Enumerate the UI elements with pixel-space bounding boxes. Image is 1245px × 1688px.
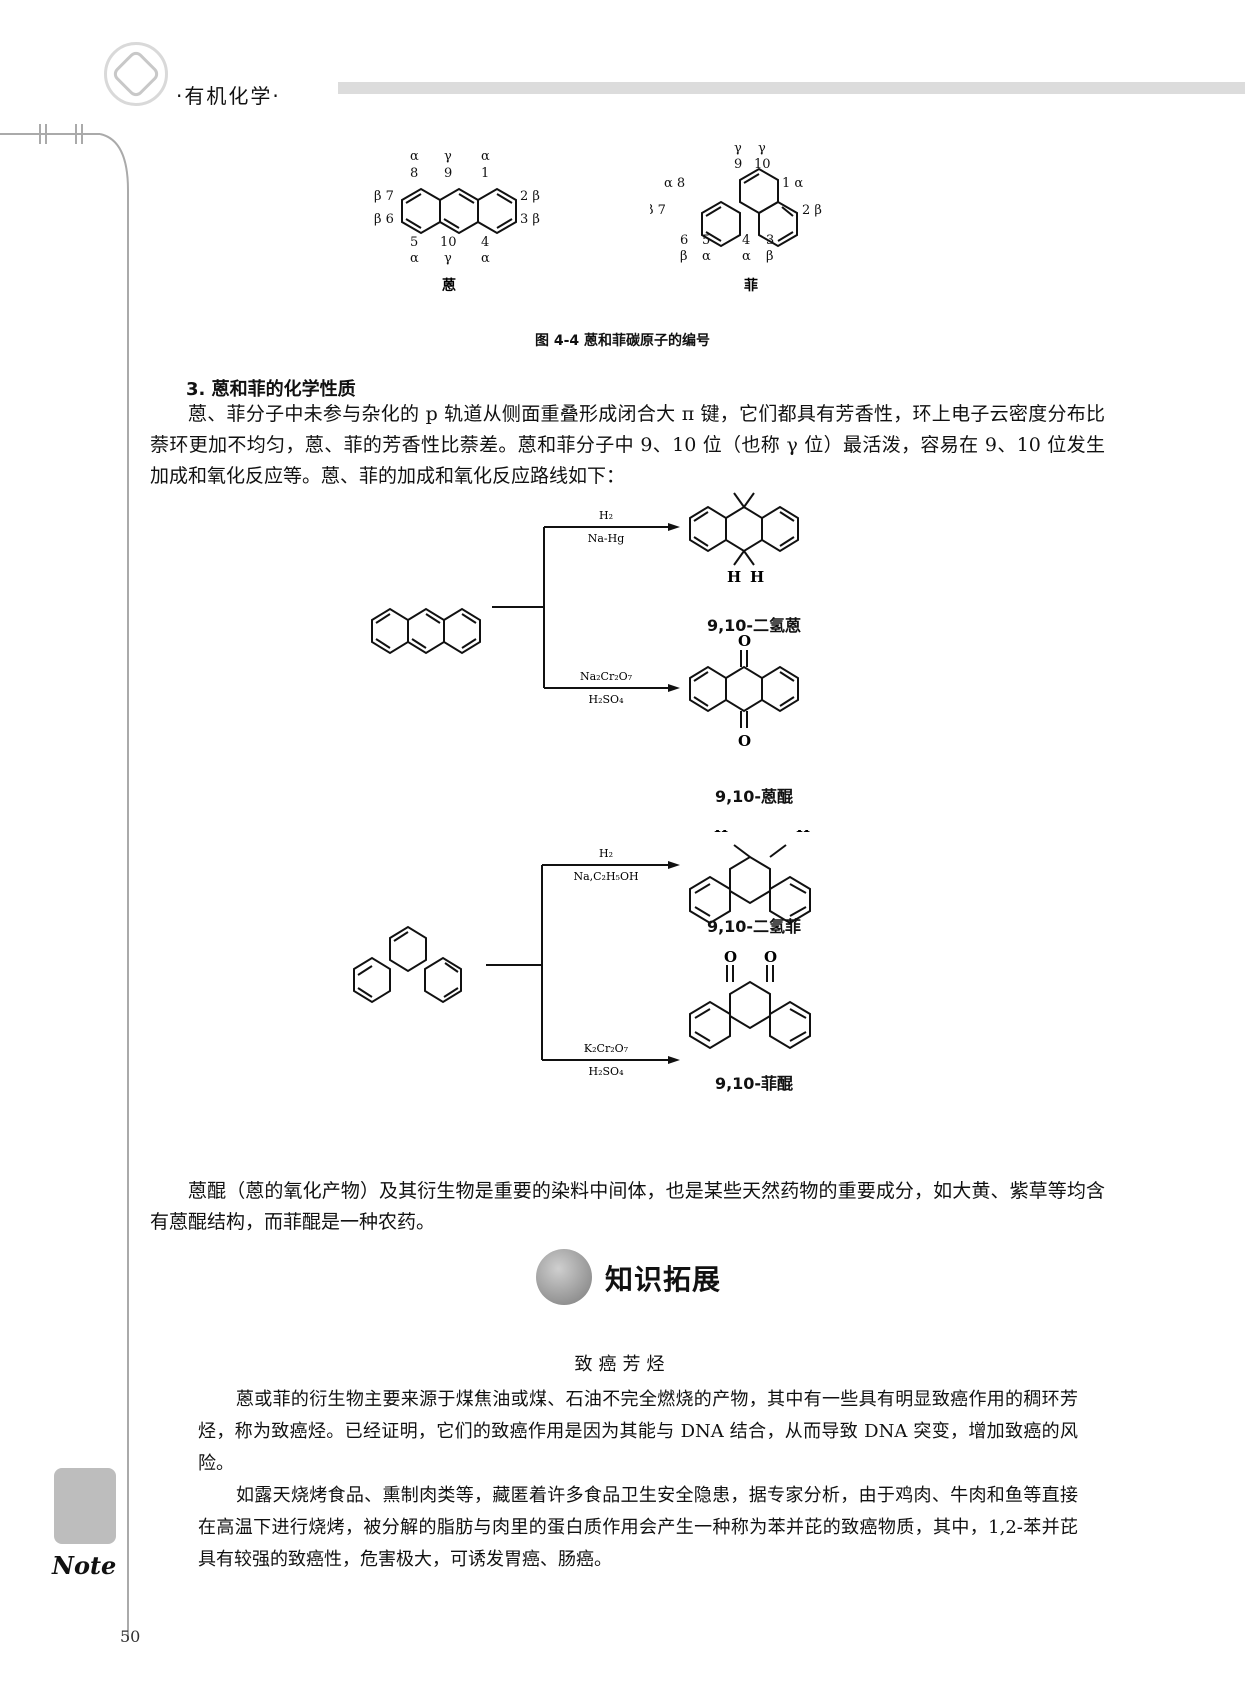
svg-text:α: α [481, 149, 490, 164]
svg-text:α: α [410, 251, 419, 266]
svg-text:γ: γ [444, 251, 452, 266]
page-number: 50 [120, 1627, 141, 1646]
svg-text:α: α [481, 251, 490, 266]
svg-text:10: 10 [440, 235, 457, 250]
header-title: ·有机化学· [176, 84, 281, 108]
knowledge-paragraph: 如露天烧烤食品、熏制肉类等，藏匿着许多食品卫生安全隐患，据专家分析，由于鸡肉、牛… [198, 1485, 1078, 1570]
svg-text:H: H [727, 490, 741, 493]
svg-text:O: O [738, 632, 751, 650]
svg-text:β 7: β 7 [650, 203, 666, 218]
svg-text:O: O [724, 948, 737, 966]
svg-text:β 6: β 6 [374, 212, 394, 227]
knowledge-paragraph: 蒽或菲的衍生物主要来源于煤焦油或煤、石油不完全燃烧的产物，其中有一些具有明显致癌… [198, 1389, 1078, 1474]
svg-text:8: 8 [410, 166, 418, 181]
reagent: Na-Hg [588, 532, 625, 545]
dihydroanthracene-structure [689, 492, 799, 566]
note-icon [54, 1468, 116, 1544]
reagent: H₂ [599, 509, 613, 522]
margin-decoration [0, 124, 129, 1640]
svg-text:6: 6 [680, 233, 688, 248]
dihydrophenanthrene-structure [689, 844, 811, 925]
phenanthrene-structure [353, 925, 462, 1004]
reagent: K₂Cr₂O₇ [584, 1042, 629, 1055]
anthracene-structure [371, 607, 409, 655]
svg-text:2 β: 2 β [802, 203, 822, 218]
section-title: 3. 蒽和菲的化学性质 [186, 379, 356, 400]
anthracene-reaction-scheme: H₂ Na-Hg Na₂Cr₂O₇ H₂SO₄ HH HH OO [371, 490, 799, 750]
paragraph: 蒽、菲分子中未参与杂化的 p 轨道从侧面重叠形成闭合大 π 键，它们都具有芳香性… [150, 403, 1105, 487]
svg-text:9: 9 [444, 166, 452, 181]
svg-text:α: α [702, 249, 711, 264]
svg-text:4: 4 [742, 233, 750, 248]
svg-text:β 7: β 7 [374, 189, 394, 204]
product-name: 9,10-蒽醌 [714, 787, 794, 806]
svg-text:O: O [764, 948, 777, 966]
reagent: H₂ [599, 847, 613, 860]
svg-text:5: 5 [702, 233, 710, 248]
svg-text:α: α [410, 149, 419, 164]
paragraph: 蒽醌（蒽的氧化产物）及其衍生物是重要的染料中间体，也是某些天然药物的重要成分，如… [150, 1180, 1105, 1233]
reagent: Na₂Cr₂O₇ [580, 670, 633, 683]
knowledge-icon [536, 1249, 592, 1305]
svg-text:H: H [727, 568, 741, 586]
svg-text:γ: γ [758, 141, 766, 156]
svg-text:H: H [714, 830, 728, 836]
phenanthrene-reaction-scheme: H₂ Na,C₂H₅OH K₂Cr₂O₇ H₂SO₄ HHH HH OO [353, 830, 811, 1078]
product-name: 9,10-二氢蒽 [706, 616, 802, 635]
product-name: 9,10-二氢菲 [706, 917, 802, 936]
svg-text:β: β [766, 249, 774, 264]
svg-text:H: H [750, 568, 764, 586]
svg-text:2 β: 2 β [520, 189, 540, 204]
note-label: Note [52, 1551, 117, 1580]
svg-text:H: H [750, 490, 764, 493]
svg-text:α: α [742, 249, 751, 264]
svg-text:O: O [738, 732, 751, 750]
svg-text:1 α: 1 α [782, 176, 803, 191]
svg-text:4: 4 [481, 235, 489, 250]
anthracene-name: 蒽 [442, 277, 456, 294]
svg-text:3 β: 3 β [520, 212, 540, 227]
anthraquinone-structure [689, 650, 799, 728]
svg-text:9: 9 [734, 157, 742, 172]
svg-text:3: 3 [766, 233, 774, 248]
header-logo [104, 42, 168, 106]
phenanthrene-name: 菲 [744, 277, 758, 294]
phenanthrenequinone-structure [689, 965, 811, 1050]
figure-caption: 图 4-4 蒽和菲碳原子的编号 [534, 333, 711, 349]
svg-text:1: 1 [481, 166, 489, 181]
svg-text:α 8: α 8 [664, 176, 685, 191]
svg-text:10: 10 [754, 157, 771, 172]
reagent: Na,C₂H₅OH [573, 870, 638, 883]
knowledge-heading: 知识拓展 [605, 1263, 722, 1296]
svg-text:H: H [796, 830, 810, 836]
svg-text:5: 5 [410, 235, 418, 250]
product-name: 9,10-菲醌 [714, 1074, 794, 1093]
svg-text:β: β [680, 249, 688, 264]
anthracene-numbered-figure: α γ α 8 9 1 β 7 2 β β 6 3 β 5 10 4 α γ α 蒽 [374, 149, 540, 294]
knowledge-subtitle: 致癌芳烃 [574, 1354, 671, 1375]
svg-text:γ: γ [444, 149, 452, 164]
svg-text:γ: γ [734, 141, 742, 156]
reagent: H₂SO₄ [589, 1065, 625, 1078]
reagent: H₂SO₄ [589, 693, 625, 706]
header-bar [338, 82, 1245, 94]
